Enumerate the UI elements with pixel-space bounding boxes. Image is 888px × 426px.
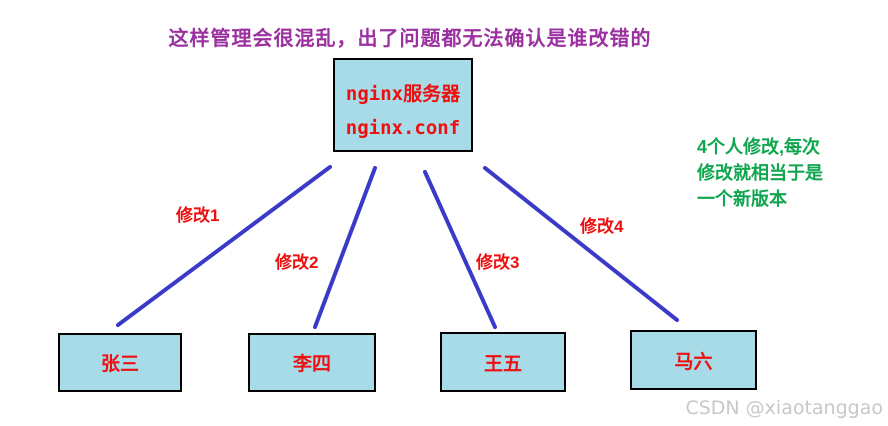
edge-line-3 [423,170,497,329]
server-node-name: nginx服务器 [345,83,461,105]
edge-label-4: 修改4 [580,217,624,236]
user-node-2: 李四 [248,333,376,392]
server-node: nginx服务器 nginx.conf [333,58,473,152]
diagram-title: 这样管理会很混乱，出了问题都无法确认是谁改错的 [168,28,652,50]
edge-line-1 [116,165,332,327]
edge-line-4 [483,166,679,322]
csdn-watermark: CSDN @xiaotanggao [685,397,883,419]
side-note: 4个人修改,每次 修改就相当于是 一个新版本 [697,134,877,212]
side-note-line-1: 4个人修改,每次 [697,137,821,157]
edge-label-3: 修改3 [476,253,520,272]
side-note-line-2: 修改就相当于是 [697,163,823,183]
edge-label-1: 修改1 [176,206,220,225]
edge-label-2: 修改2 [275,253,319,272]
user-node-1: 张三 [58,333,182,392]
user-node-4: 马六 [630,330,757,390]
server-config-file: nginx.conf [345,117,461,139]
side-note-line-3: 一个新版本 [697,189,787,209]
user-node-3: 王五 [440,332,566,392]
edge-line-2 [313,166,377,329]
